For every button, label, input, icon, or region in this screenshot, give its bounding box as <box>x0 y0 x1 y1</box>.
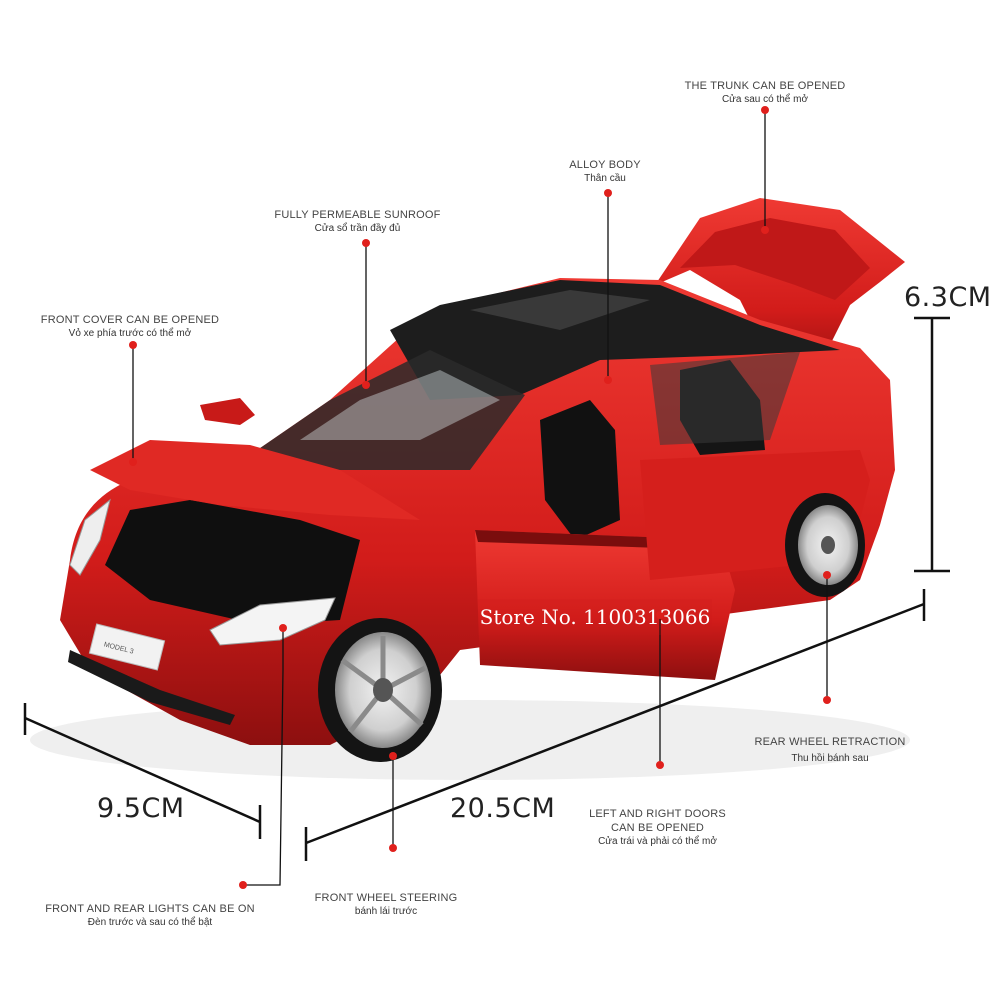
doors-dot <box>656 611 664 619</box>
width-dimension-line <box>24 716 261 824</box>
sunroof-dot <box>362 239 370 247</box>
headlight <box>209 597 336 646</box>
rear-wheel-dot-end <box>823 696 831 704</box>
trunk-dot-end <box>761 226 769 234</box>
windshield <box>250 350 525 470</box>
alloy-callout-vi: Thân cầu <box>584 173 626 184</box>
doors-callout-en2: CAN BE OPENED <box>610 822 705 834</box>
lights-dot <box>279 624 287 632</box>
frunk-cavity <box>105 500 360 625</box>
headlight-left <box>69 498 111 576</box>
front-cover-callout: FRONT COVER CAN BE OPENED Vỏ xe phía trư… <box>20 313 240 341</box>
width-label: 9.5CM <box>97 793 185 824</box>
side-window-rear <box>650 352 800 445</box>
trunk-callout-en: THE TRUNK CAN BE OPENED <box>684 80 846 92</box>
front-wheel-callout: FRONT WHEEL STEERING bánh lái trước <box>300 891 472 919</box>
front-cover-dot-end <box>129 458 137 466</box>
height-label: 6.3CM <box>904 282 992 313</box>
rear-wheel-callout: REAR WHEEL RETRACTION Thu hồi bánh sau <box>730 735 930 766</box>
lights-dot-end <box>239 881 247 889</box>
front-wheel-dot-end <box>389 844 397 852</box>
front-cover-callout-vi: Vỏ xe phía trước có thể mở <box>68 328 192 339</box>
front-wheel-callout-vi: bánh lái trước <box>354 906 418 917</box>
side-mirror <box>200 398 255 425</box>
rear-wheel-callout-en: REAR WHEEL RETRACTION <box>754 736 906 748</box>
length-dimension-line <box>305 602 925 845</box>
trunk-callout-vi: Cửa sau có thể mở <box>721 94 809 105</box>
length-label: 20.5CM <box>450 793 556 824</box>
windshield-glare <box>300 370 500 440</box>
hood <box>90 440 420 520</box>
sunroof-dot-end <box>362 381 370 389</box>
front-seat <box>540 400 620 540</box>
alloy-callout: ALLOY BODY Thân cầu <box>540 158 670 186</box>
sunroof-callout: FULLY PERMEABLE SUNROOF Cửa sổ trần đầy … <box>250 208 465 236</box>
rear-wheel-callout-vi: Thu hồi bánh sau <box>791 753 869 764</box>
lights-callout: FRONT AND REAR LIGHTS CAN BE ON Đèn trướ… <box>30 902 270 930</box>
alloy-dot-end <box>604 376 612 384</box>
trunk-callout: THE TRUNK CAN BE OPENED Cửa sau có thể m… <box>660 79 870 107</box>
alloy-dot <box>604 189 612 197</box>
rear-hub <box>821 536 835 554</box>
store-watermark: Store No. 1100313066 <box>478 599 712 635</box>
trunk-dot <box>761 106 769 114</box>
doors-callout-vi: Cửa trái và phải có thể mở <box>598 836 717 847</box>
doors-dot-end <box>656 761 664 769</box>
lights-leader <box>243 628 284 886</box>
doors-callout: LEFT AND RIGHT DOORS CAN BE OPENED Cửa t… <box>570 807 745 849</box>
alloy-callout-en: ALLOY BODY <box>569 159 641 171</box>
front-wheel-dot <box>389 752 397 760</box>
sunroof-callout-en: FULLY PERMEABLE SUNROOF <box>274 209 441 221</box>
sunroof-callout-vi: Cửa sổ trần đầy đủ <box>314 223 401 234</box>
doors-callout-en1: LEFT AND RIGHT DOORS <box>589 808 726 820</box>
lights-callout-en: FRONT AND REAR LIGHTS CAN BE ON <box>45 903 255 915</box>
rear-wheel-dot <box>823 571 831 579</box>
front-cover-dot <box>129 341 137 349</box>
lower-grille <box>68 650 235 725</box>
front-hub <box>373 678 393 702</box>
trunk-lid-inner <box>680 218 870 300</box>
lights-callout-vi: Đèn trước và sau có thể bật <box>87 917 213 928</box>
front-cover-callout-en: FRONT COVER CAN BE OPENED <box>40 314 220 326</box>
front-wheel-callout-en: FRONT WHEEL STEERING <box>314 892 458 904</box>
license-plate <box>88 623 166 671</box>
roof-glare <box>470 290 650 330</box>
